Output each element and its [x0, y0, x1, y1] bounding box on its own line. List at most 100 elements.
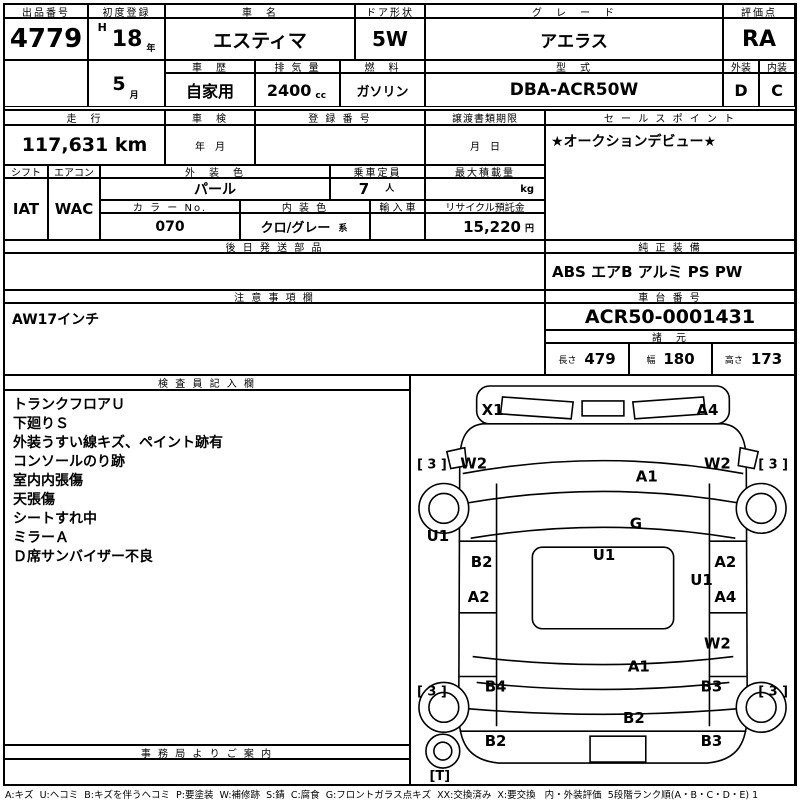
first-reg-month-unit: 月 [129, 91, 139, 101]
right-door-dividers [709, 540, 748, 678]
max-load-label: 最大積載量 [425, 165, 545, 178]
first-registration-year: H 18 年 [88, 18, 165, 60]
model-code-label: 型 式 [425, 60, 723, 73]
max-load-value: kg [425, 178, 545, 200]
inspector-note: 外装うすい線キズ、ペイント跡有 [13, 435, 223, 451]
capacity-value: 7 人 [330, 178, 425, 200]
door-shape-value: 5W [355, 18, 425, 60]
interior-color-label: 内 装 色 [240, 200, 370, 213]
damage-code: W2 [704, 455, 731, 473]
office-info-label: 事 務 局 よ り ご 案 内 [4, 745, 410, 759]
transfer-docs-deadline-value: 月 日 [425, 125, 545, 165]
aircon-value: WAC [48, 178, 100, 240]
right-mirror [737, 446, 760, 470]
aircon-label: エアコン [48, 165, 100, 178]
inspector-note: ミラーＡ [13, 530, 69, 546]
office-info-value [4, 759, 410, 785]
damage-code: U1 [427, 527, 449, 545]
fuel-value: ガソリン [340, 73, 425, 107]
score-label: 評価点 [723, 4, 795, 18]
dimensions-label: 諸 元 [545, 330, 795, 343]
exhibit-no-value: 4779 [4, 18, 88, 60]
model-code-value: DBA-ACR50W [425, 73, 723, 107]
interior-color-suffix: 系 [338, 224, 348, 234]
dimension-width: 幅 180 [629, 343, 712, 375]
shift-value: IAT [4, 178, 48, 240]
factory-equipment-value: ABS エアB アルミ PS PW [545, 253, 795, 290]
front-left-rim [428, 492, 460, 525]
inspection-expiry-value: 年 月 [165, 125, 255, 165]
displacement-number: 2400 [266, 80, 312, 100]
dimension-height-value: 173 [750, 350, 783, 368]
chassis-number-value: ACR50-0001431 [545, 303, 795, 330]
rear-right-wheel [735, 681, 787, 734]
windshield-top-line [470, 526, 736, 540]
car-name-label: 車 名 [165, 4, 355, 18]
damage-code: [ 3 ] [417, 458, 447, 473]
hood-line [462, 459, 744, 475]
damage-code: [ 3 ] [417, 684, 447, 699]
left-mirror [445, 446, 468, 470]
rear-window-top-line [472, 655, 734, 666]
windshield-bottom-line [464, 490, 742, 505]
recycle-deposit-label: リサイクル預託金 [425, 200, 545, 213]
left-door-dividers [458, 540, 497, 678]
rear-left-wheel [418, 681, 470, 734]
car-name-value: エスティマ [165, 18, 355, 60]
recycle-deposit-unit: 円 [524, 224, 534, 234]
exterior-color-label: 外 装 色 [100, 165, 330, 178]
dimension-length: 長さ 479 [545, 343, 629, 375]
color-number-value: 070 [100, 213, 240, 240]
interior-color-text: クロ/グレー [260, 221, 331, 236]
car-body-outline [457, 423, 749, 764]
mileage-label: 走 行 [4, 110, 165, 125]
damage-code: A4 [714, 588, 736, 606]
shift-label: シフト [4, 165, 48, 178]
exterior-color-value: パール [100, 178, 330, 200]
grade-label: グ レ ー ド [425, 4, 723, 18]
front-right-rim [745, 492, 777, 525]
inspector-note: 天張傷 [13, 492, 55, 508]
dimension-height-label: 高さ [724, 355, 743, 366]
interior-color-value: クロ/グレー 系 [240, 213, 370, 240]
later-shipped-parts-value [4, 253, 545, 290]
first-registration-month: 5 月 [88, 60, 165, 107]
displacement-label: 排 気 量 [255, 60, 340, 73]
interior-grade-value: C [759, 73, 795, 107]
damage-code: G [630, 514, 642, 532]
later-shipped-parts-label: 後 日 発 送 部 品 [4, 240, 545, 253]
exhibit-empty-cell [4, 60, 88, 107]
displacement-unit: cc [315, 91, 327, 101]
legend-text: A:キズ U:ヘコミ B:キズを伴うヘコミ P:要塗装 W:補修跡 S:錆 C:… [5, 790, 759, 801]
door-shape-label: ドア形状 [355, 4, 425, 18]
inspector-note: 下廻りＳ [13, 416, 69, 432]
dimension-width-label: 幅 [646, 355, 656, 366]
front-bumper-outline [475, 385, 731, 425]
damage-code: [ 3 ] [758, 458, 788, 473]
capacity-label: 乗車定員 [330, 165, 425, 178]
caution-notes-label: 注 意 事 項 欄 [4, 290, 545, 303]
recycle-deposit-value: 15,220 円 [425, 213, 545, 240]
dimension-length-label: 長さ [558, 355, 577, 366]
sales-point-value: ★オークションデビュー★ [545, 125, 795, 240]
factory-equipment-label: 純 正 装 備 [545, 240, 795, 253]
exterior-grade-label: 外装 [723, 60, 759, 73]
first-reg-era: H [97, 21, 107, 34]
dimension-width-value: 180 [663, 350, 695, 368]
chassis-number-label: 車 台 番 号 [545, 290, 795, 303]
score-value: RA [723, 18, 795, 60]
fuel-label: 燃 料 [340, 60, 425, 73]
exterior-grade-value: D [723, 73, 759, 107]
damage-code: U1 [690, 571, 712, 589]
damage-code: B3 [701, 677, 723, 695]
damage-code: W2 [460, 455, 487, 473]
front-left-wheel [418, 482, 470, 535]
dimension-height: 高さ 173 [712, 343, 795, 375]
damage-code: [T] [430, 769, 451, 784]
spare-tire-inner [433, 741, 453, 761]
recycle-deposit-number: 15,220 [463, 217, 521, 236]
